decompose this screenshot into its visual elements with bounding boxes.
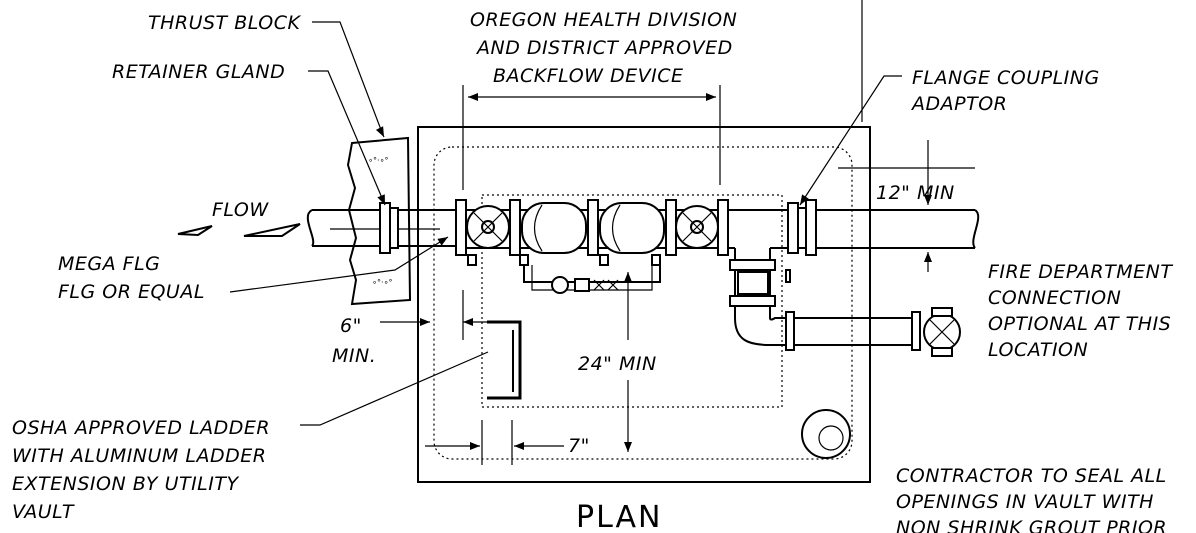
check-valve-icon: [599, 202, 665, 254]
ladder-icon: [487, 320, 522, 400]
label-backflow-line1: OREGON HEALTH DIVISION: [470, 9, 737, 31]
label-12-min: 12" MIN: [876, 182, 955, 204]
svg-text:∘°·∘°: ∘°·∘°: [372, 278, 393, 287]
dimension-7: [425, 420, 564, 465]
label-24-min: 24" MIN: [578, 353, 657, 375]
drawing-title: PLAN: [576, 500, 662, 533]
label-6: 6": [340, 315, 362, 337]
label-backflow-line2: AND DISTRICT APPROVED: [475, 37, 733, 59]
flow-arrow-icon: [177, 223, 301, 237]
label-seal-line3: NON SHRINK GROUT PRIOR: [896, 517, 1167, 533]
dimension-backflow-device: [462, 85, 721, 190]
vault-outer-wall: [417, 126, 871, 483]
meter-icon: [551, 276, 569, 294]
label-flow: FLOW: [212, 199, 269, 221]
retainer-gland: [379, 202, 391, 254]
flange-coupling-adaptor: [787, 202, 799, 254]
sump-drain-icon: [801, 409, 851, 459]
label-fire-line1: FIRE DEPARTMENT: [988, 261, 1173, 283]
vault-inner-dashed: [433, 146, 853, 460]
check-valve-icon: [521, 202, 587, 254]
backflow-assembly: [455, 199, 800, 294]
outlet-pipe: [728, 199, 980, 256]
dimension-6-min: [380, 290, 487, 340]
label-ladder-line1: OSHA APPROVED LADDER: [12, 417, 270, 439]
svg-text:∘°·∘°: ∘°·∘°: [368, 156, 389, 165]
hatch-opening-dashed: [481, 194, 783, 408]
label-flange-line1: FLANGE COUPLING: [912, 67, 1100, 89]
label-seal-line1: CONTRACTOR TO SEAL ALL: [896, 465, 1167, 487]
leader-lines: [229, 0, 902, 426]
valve-icon: [737, 271, 769, 295]
label-fire-line3: OPTIONAL AT THIS: [988, 313, 1171, 335]
label-fire-line2: CONNECTION: [988, 287, 1121, 309]
label-ladder-line3: EXTENSION BY UTILITY: [12, 473, 239, 495]
label-flange-line2: ADAPTOR: [910, 93, 1007, 115]
label-fire-line4: LOCATION: [988, 339, 1088, 361]
label-mega-line1: MEGA FLG: [58, 253, 160, 275]
dimension-12-min: [838, 140, 975, 272]
label-thrust-block: THRUST BLOCK: [148, 12, 301, 34]
label-backflow-line3: BACKFLOW DEVICE: [493, 65, 683, 87]
label-mega-line2: FLG OR EQUAL: [58, 281, 205, 303]
fire-department-branch: [729, 248, 961, 357]
label-7: 7": [568, 435, 590, 457]
label-ladder-line2: WITH ALUMINUM LADDER: [12, 445, 266, 467]
label-ladder-line4: VAULT: [12, 501, 75, 523]
retainer-gland-collar: [389, 207, 399, 249]
label-seal-line2: OPENINGS IN VAULT WITH: [896, 491, 1154, 513]
label-6-min: MIN.: [332, 345, 376, 367]
label-retainer-gland: RETAINER GLAND: [112, 61, 285, 83]
